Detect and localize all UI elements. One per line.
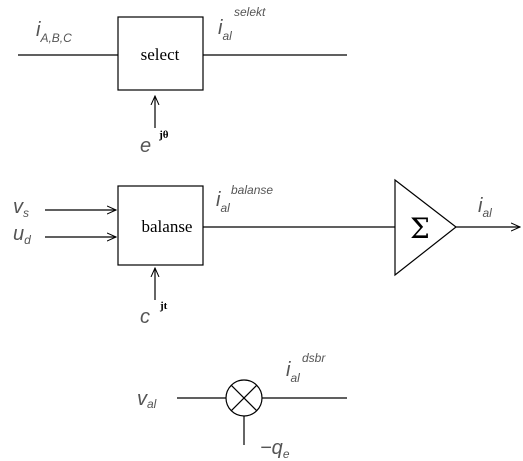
sigma-symbol: Σ bbox=[410, 212, 430, 245]
balanse-label: balanse bbox=[142, 217, 193, 236]
multiplier-input-label: val bbox=[137, 388, 157, 411]
select-label: select bbox=[141, 45, 180, 64]
multiplier-output-label: ial bbox=[286, 359, 300, 385]
multiplier-control-label: −qe bbox=[260, 437, 290, 461]
balanse-output-label: ial bbox=[216, 189, 230, 215]
balanse-box bbox=[117, 185, 204, 266]
multiplier: val ial dsbr −qe bbox=[137, 351, 347, 461]
multiplier-cross-b bbox=[230, 384, 258, 412]
balanse-output-sup: balanse bbox=[231, 183, 273, 197]
select-output-label: ial bbox=[218, 17, 232, 43]
select-input-label: iA,B,C bbox=[36, 19, 72, 45]
summer: Σ ial bbox=[394, 178, 520, 277]
balanse-input1-label: vs bbox=[13, 196, 29, 220]
select-output-sup: selekt bbox=[234, 5, 266, 19]
summer-triangle bbox=[394, 178, 457, 277]
multiplier-output-sup: dsbr bbox=[302, 351, 326, 365]
select-box bbox=[117, 16, 204, 91]
balanse-input2-label: ud bbox=[13, 223, 31, 247]
summer-output-label: ial bbox=[478, 195, 492, 220]
